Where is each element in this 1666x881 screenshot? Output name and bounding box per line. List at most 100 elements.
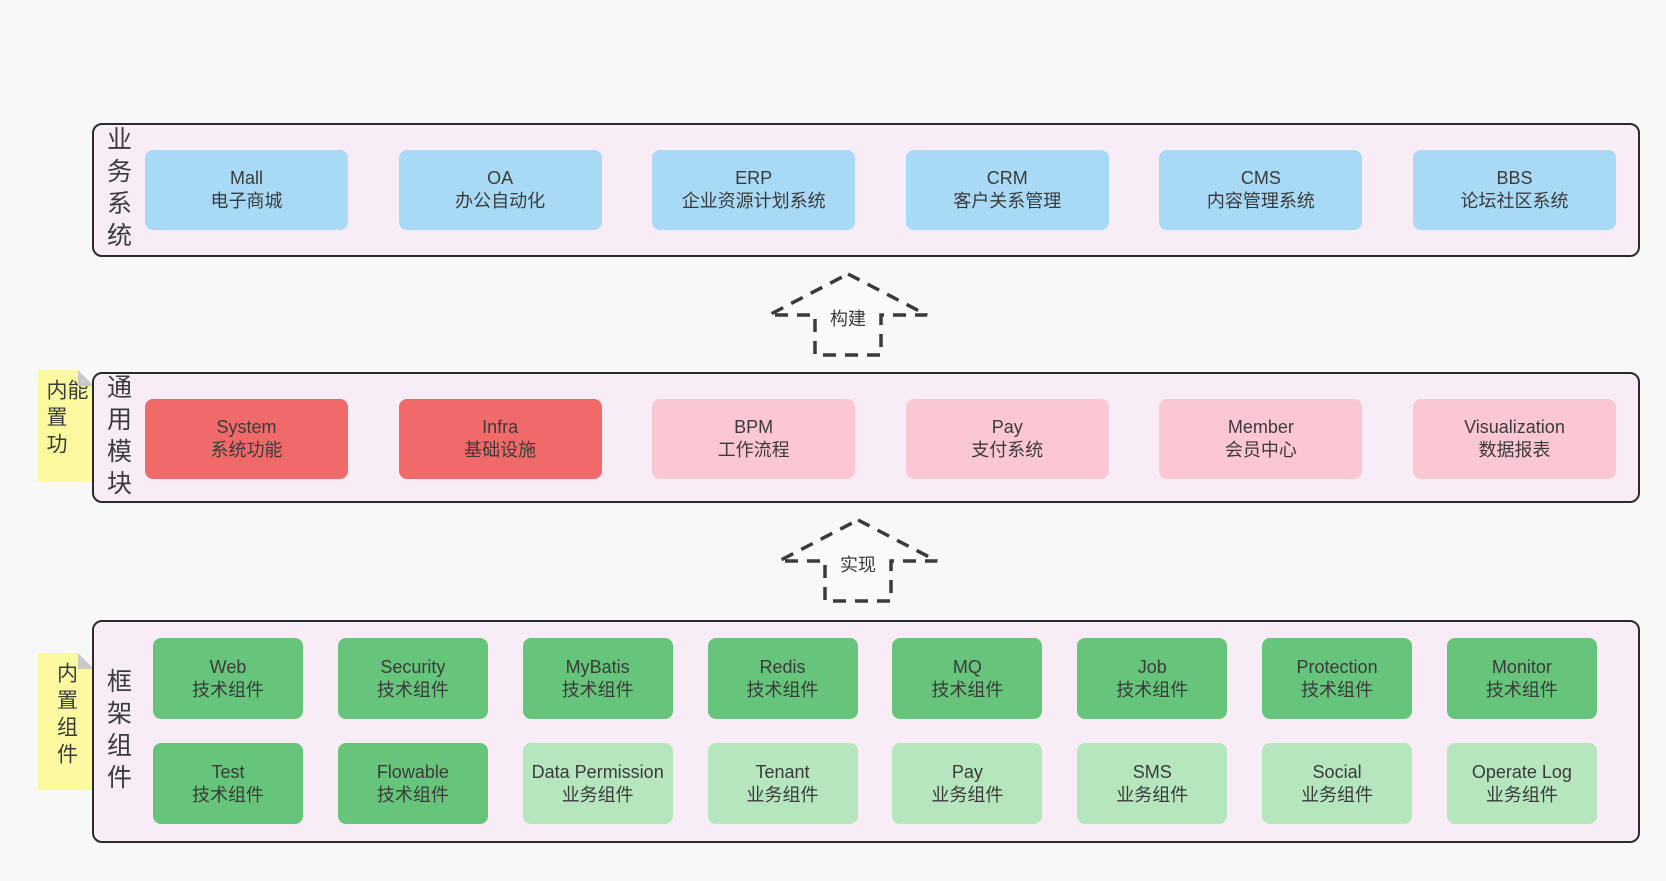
box-description: 业务组件: [931, 784, 1004, 805]
box-sms: SMS 业务组件: [1077, 743, 1228, 824]
box-description: 业务组件: [561, 784, 634, 805]
box-description: 技术组件: [376, 784, 449, 805]
box-member: Member 会员中心: [1159, 399, 1363, 479]
layer-label-framework-components: 框架组件: [103, 667, 132, 796]
box-name: Data Permission: [531, 761, 664, 782]
box-name: BBS: [1496, 168, 1533, 188]
box-description: 数据报表: [1478, 440, 1551, 460]
box-description: 技术组件: [931, 679, 1004, 700]
box-name: Job: [1137, 656, 1167, 677]
box-oa: OA 办公自动化: [398, 150, 602, 230]
framework-boxes-row-1: Web 技术组件 Security 技术组件 MyBatis 技术组件 Redi…: [153, 638, 1597, 719]
box-description: 技术组件: [561, 679, 634, 700]
layer-label-common-modules: 通用模块: [103, 373, 132, 502]
layer-business-systems: 业务系统 Mall 电子商城 OA 办公自动化 ERP 企业资源计划系统: [92, 123, 1640, 257]
box-name: Infra: [482, 417, 519, 437]
box-description: 工作流程: [717, 440, 790, 460]
box-data-permission: Data Permission 业务组件: [522, 743, 673, 824]
box-name: Web: [209, 656, 247, 677]
box-mybatis: MyBatis 技术组件: [522, 638, 673, 719]
box-bpm: BPM 工作流程: [652, 399, 856, 479]
box-name: CRM: [986, 168, 1028, 188]
box-crm: CRM 客户关系管理: [905, 150, 1109, 230]
box-name: Visualization: [1464, 417, 1565, 437]
box-description: 基础设施: [464, 440, 537, 460]
box-description: 技术组件: [746, 679, 819, 700]
box-description: 技术组件: [376, 679, 449, 700]
box-name: Test: [211, 761, 245, 782]
box-name: Pay: [991, 417, 1023, 437]
layer-framework-components: 框架组件 Web 技术组件 Security 技术组件 MyBatis 技术组件: [92, 620, 1640, 843]
sticky-note-built-in-components: 内置组件: [38, 653, 94, 790]
box-description: 内容管理系统: [1206, 191, 1315, 211]
sticky-note-label: 内置功能: [44, 379, 88, 460]
box-redis: Redis 技术组件: [707, 638, 858, 719]
box-name: Protection: [1296, 656, 1378, 677]
box-monitor: Monitor 技术组件: [1446, 638, 1597, 719]
arrow-build: 构建: [763, 271, 933, 359]
sticky-note-label: 内置组件: [54, 662, 78, 770]
box-name: Member: [1227, 417, 1294, 437]
box-system: System 系统功能: [145, 399, 348, 479]
box-protection: Protection 技术组件: [1262, 638, 1413, 719]
box-name: Tenant: [755, 761, 810, 782]
box-description: 电子商城: [210, 191, 283, 211]
box-pay: Pay 支付系统: [905, 399, 1109, 479]
box-tenant: Tenant 业务组件: [707, 743, 858, 824]
box-operate-log: Operate Log 业务组件: [1446, 743, 1597, 824]
box-name: MyBatis: [565, 656, 630, 677]
box-infra: Infra 基础设施: [398, 399, 602, 479]
box-description: 业务组件: [1301, 784, 1374, 805]
box-name: OA: [487, 168, 514, 188]
box-mq: MQ 技术组件: [892, 638, 1043, 719]
box-name: Flowable: [376, 761, 449, 782]
arrow-implement-label: 实现: [837, 553, 879, 577]
box-description: 业务组件: [1116, 784, 1189, 805]
box-name: Security: [380, 656, 446, 677]
box-test: Test 技术组件: [153, 743, 303, 824]
box-description: 论坛社区系统: [1460, 191, 1569, 211]
arrow-implement: 实现: [773, 517, 943, 605]
framework-boxes-row-2: Test 技术组件 Flowable 技术组件 Data Permission …: [153, 743, 1597, 824]
box-job: Job 技术组件: [1077, 638, 1228, 719]
box-name: SMS: [1132, 761, 1172, 782]
sticky-note-built-in-features: 内置功能: [38, 370, 94, 482]
box-mall: Mall 电子商城: [145, 150, 348, 230]
box-name: CMS: [1240, 168, 1281, 188]
box-name: Redis: [759, 656, 806, 677]
box-web: Web 技术组件: [153, 638, 303, 719]
box-name: System: [216, 417, 277, 437]
box-description: 企业资源计划系统: [681, 191, 826, 211]
box-name: BPM: [734, 417, 774, 437]
box-description: 系统功能: [210, 440, 283, 460]
box-description: 业务组件: [1485, 784, 1558, 805]
layer-label-business-systems: 业务系统: [103, 126, 132, 254]
box-cms: CMS 内容管理系统: [1159, 150, 1363, 230]
box-description: 办公自动化: [455, 191, 546, 211]
box-bbs: BBS 论坛社区系统: [1412, 150, 1616, 230]
box-name: MQ: [952, 656, 982, 677]
box-name: ERP: [735, 168, 773, 188]
box-social: Social 业务组件: [1262, 743, 1413, 824]
box-name: Mall: [229, 168, 263, 188]
box-description: 业务组件: [746, 784, 819, 805]
box-name: Operate Log: [1471, 761, 1572, 782]
box-erp: ERP 企业资源计划系统: [652, 150, 856, 230]
layer-common-modules: 通用模块 System 系统功能 Infra 基础设施 BPM 工作流程: [92, 372, 1640, 503]
box-description: 支付系统: [971, 440, 1044, 460]
box-description: 技术组件: [1116, 679, 1189, 700]
box-flowable: Flowable 技术组件: [337, 743, 488, 824]
box-pay-biz: Pay 业务组件: [892, 743, 1043, 824]
box-description: 技术组件: [1301, 679, 1374, 700]
box-visualization: Visualization 数据报表: [1412, 399, 1616, 479]
arrow-build-label: 构建: [827, 307, 869, 331]
box-description: 客户关系管理: [953, 191, 1062, 211]
box-name: Social: [1312, 761, 1362, 782]
modules-boxes-row: System 系统功能 Infra 基础设施 BPM 工作流程 Pay 支付系统: [145, 399, 1616, 479]
box-description: 技术组件: [192, 784, 264, 805]
business-boxes-row: Mall 电子商城 OA 办公自动化 ERP 企业资源计划系统 CRM 客户关系…: [145, 150, 1616, 230]
box-name: Monitor: [1491, 656, 1552, 677]
box-description: 技术组件: [1485, 679, 1558, 700]
box-description: 会员中心: [1224, 440, 1297, 460]
